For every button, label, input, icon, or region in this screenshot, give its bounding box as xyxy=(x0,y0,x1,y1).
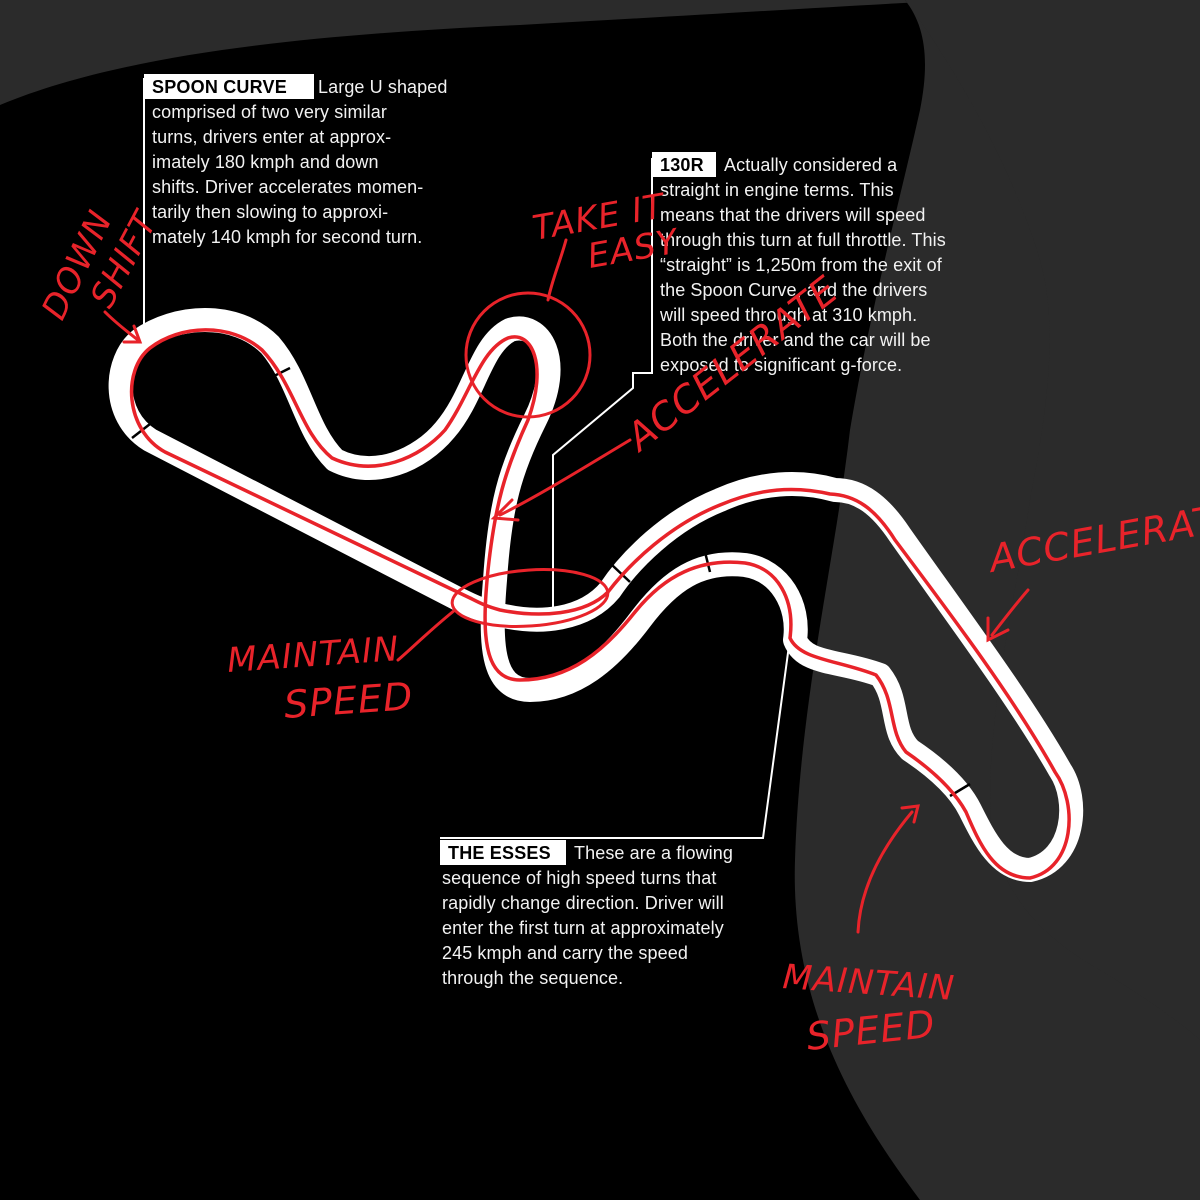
tick-3 xyxy=(611,564,631,583)
esses-label-bg xyxy=(440,840,566,865)
r130-line-2: straight in engine terms. This xyxy=(660,180,894,200)
esses-line-1: These are a flowing xyxy=(574,843,733,863)
down-shift-arrow-shaft xyxy=(103,310,140,342)
spoon-line-2: comprised of two very similar xyxy=(152,102,387,122)
maintain-speed-circle-1 xyxy=(450,568,610,628)
hand-annotations xyxy=(103,238,1030,934)
spoon-line-1: Large U shaped xyxy=(318,77,448,97)
maintain-speed-arrow-2-head xyxy=(900,804,920,824)
esses-line-6: through the sequence. xyxy=(442,968,623,988)
spoon-label-bg xyxy=(144,74,314,99)
r130-line-3: means that the drivers will speed xyxy=(660,205,925,225)
spoon-line-3: turns, drivers enter at approx- xyxy=(152,127,391,147)
r130-callout: 130R Actually considered a straight in e… xyxy=(652,152,946,375)
racing-line xyxy=(129,328,1071,880)
r130-line-9: exposed to significant g-force. xyxy=(660,355,902,375)
accelerate-arrow-2-shaft xyxy=(990,588,1030,637)
r130-label: 130R xyxy=(660,155,704,175)
esses-label: THE ESSES xyxy=(448,843,551,863)
r130-line-7: will speed through at 310 kmph. xyxy=(659,305,917,325)
spoon-label: SPOON CURVE xyxy=(152,77,287,97)
spoon-line-4: imately 180 kmph and down xyxy=(152,152,379,172)
spoon-callout: SPOON CURVE Large U shaped comprised of … xyxy=(144,74,448,247)
take-it-easy-circle xyxy=(464,291,592,419)
backdrop-band-right xyxy=(905,0,1200,1040)
take-it-easy-pointer xyxy=(546,238,568,302)
spoon-line-7: mately 140 kmph for second turn. xyxy=(152,227,422,247)
spoon-line-6: tarily then slowing to approxi- xyxy=(152,202,388,222)
esses-leader xyxy=(440,637,791,839)
r130-line-8: Both the driver and the car will be xyxy=(660,330,931,350)
spoon-line-5: shifts. Driver accelerates momen- xyxy=(152,177,423,197)
r130-line-5: “straight” is 1,250m from the exit of xyxy=(660,255,943,275)
r130-line-1: Actually considered a xyxy=(724,155,898,175)
note-speed-1: SPEED xyxy=(283,674,415,727)
accelerate-arrow-2-head xyxy=(986,616,1010,643)
accelerate-arrow-1-shaft xyxy=(498,438,632,517)
esses-callout: THE ESSES These are a flowing sequence o… xyxy=(440,840,733,988)
esses-line-5: 245 kmph and carry the speed xyxy=(442,943,688,963)
tick-4 xyxy=(702,547,712,573)
racing-line-path xyxy=(129,328,1071,880)
r130-line-4: through this turn at full throttle. This xyxy=(660,230,946,250)
r130-label-bg xyxy=(652,152,716,177)
down-shift-arrow-head xyxy=(122,324,143,344)
esses-line-4: enter the first turn at approximately xyxy=(442,918,724,938)
callout-leaders xyxy=(143,78,791,839)
maintain-speed-arrow-2-shaft xyxy=(856,810,914,934)
esses-line-2: sequence of high speed turns that xyxy=(442,868,717,888)
accelerate-arrow-1-head xyxy=(490,498,520,522)
esses-line-3: rapidly change direction. Driver will xyxy=(442,893,724,913)
maintain-speed-pointer-1 xyxy=(396,608,457,662)
r130-leader xyxy=(552,158,653,608)
r130-line-6: the Spoon Curve, and the drivers xyxy=(660,280,927,300)
